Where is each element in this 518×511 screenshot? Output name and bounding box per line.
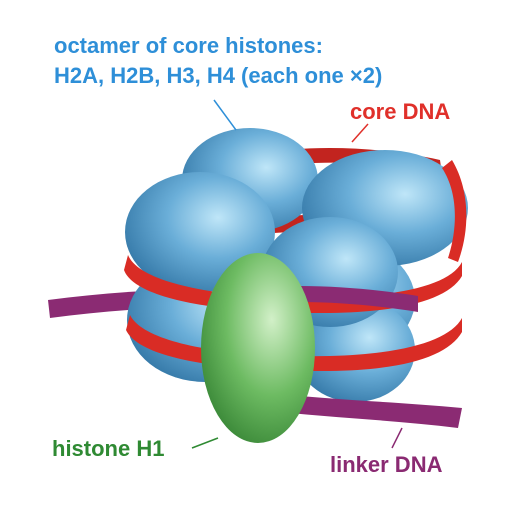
linker-dna-right (260, 392, 462, 428)
core-dna-side-right (442, 160, 467, 262)
label-octamer-line2: H2A, H2B, H3, H4 (each one ×2) (54, 63, 383, 88)
label-core-dna: core DNA (350, 99, 451, 124)
leader-linker (391, 427, 403, 449)
label-histone-h1: histone H1 (52, 436, 165, 461)
label-linker-dna: linker DNA (330, 452, 443, 477)
leader-h1 (191, 437, 219, 449)
label-octamer-line1: octamer of core histones: (54, 33, 323, 58)
histone-h1 (201, 253, 315, 443)
linker-dna-mid (300, 286, 418, 312)
leader-octamer (213, 99, 237, 131)
leader-core-dna (351, 123, 369, 143)
